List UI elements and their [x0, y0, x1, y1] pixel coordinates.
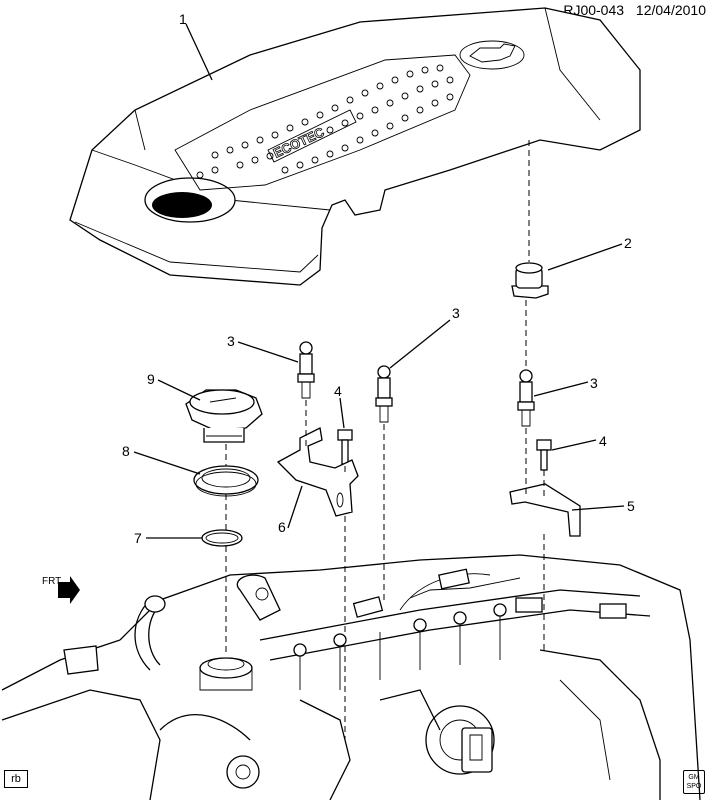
o-ring: [201, 529, 243, 547]
gm-spo-logo: GM SPO: [683, 770, 705, 794]
bolt-right: [536, 439, 552, 471]
frt-label: FRT: [42, 576, 61, 587]
oil-fill-seal: [193, 465, 259, 497]
callout-6: 6: [278, 519, 286, 535]
diagram-header: RJ00-043 12/04/2010: [555, 2, 706, 18]
callout-labels: 1 2 3 3 3 4 4 5 6 7 8 9: [122, 11, 635, 546]
callout-5: 5: [627, 498, 635, 514]
callout-4-right: 4: [599, 433, 607, 449]
rb-corner-label: rb: [4, 770, 28, 788]
bolt-left: [337, 429, 353, 465]
callout-3-left: 3: [227, 333, 235, 349]
callout-3-center: 3: [452, 305, 460, 321]
gm-logo-top: GM: [688, 774, 700, 781]
engine-assembly: [1, 554, 701, 800]
front-direction-indicator: FRT: [42, 576, 80, 604]
front-arrow-icon: [58, 576, 80, 604]
ball-stud-left: [297, 341, 315, 399]
callout-2: 2: [624, 235, 632, 251]
callout-3-right: 3: [590, 375, 598, 391]
leader-lines: [133, 23, 625, 539]
cover-dot-pattern: [196, 64, 454, 179]
ball-stud-right: [517, 369, 535, 427]
callout-7: 7: [134, 530, 142, 546]
ball-stud-center: [375, 365, 393, 423]
callout-8: 8: [122, 443, 130, 459]
diagram-id: RJ00-043: [563, 2, 625, 18]
callout-1: 1: [179, 11, 187, 27]
bracket-left: [276, 427, 359, 517]
gm-logo-bottom: SPO: [686, 783, 702, 790]
alignment-lines: [225, 140, 545, 740]
oil-fill-cap: [185, 389, 263, 443]
diagram-date: 12/04/2010: [635, 2, 706, 18]
bowtie-emblem-icon: [459, 40, 525, 70]
callout-9: 9: [147, 371, 155, 387]
engine-cover: ECOTEC: [69, 7, 641, 286]
grommet: [511, 262, 549, 299]
bracket-right: [509, 483, 581, 537]
callout-4-left: 4: [334, 383, 342, 399]
